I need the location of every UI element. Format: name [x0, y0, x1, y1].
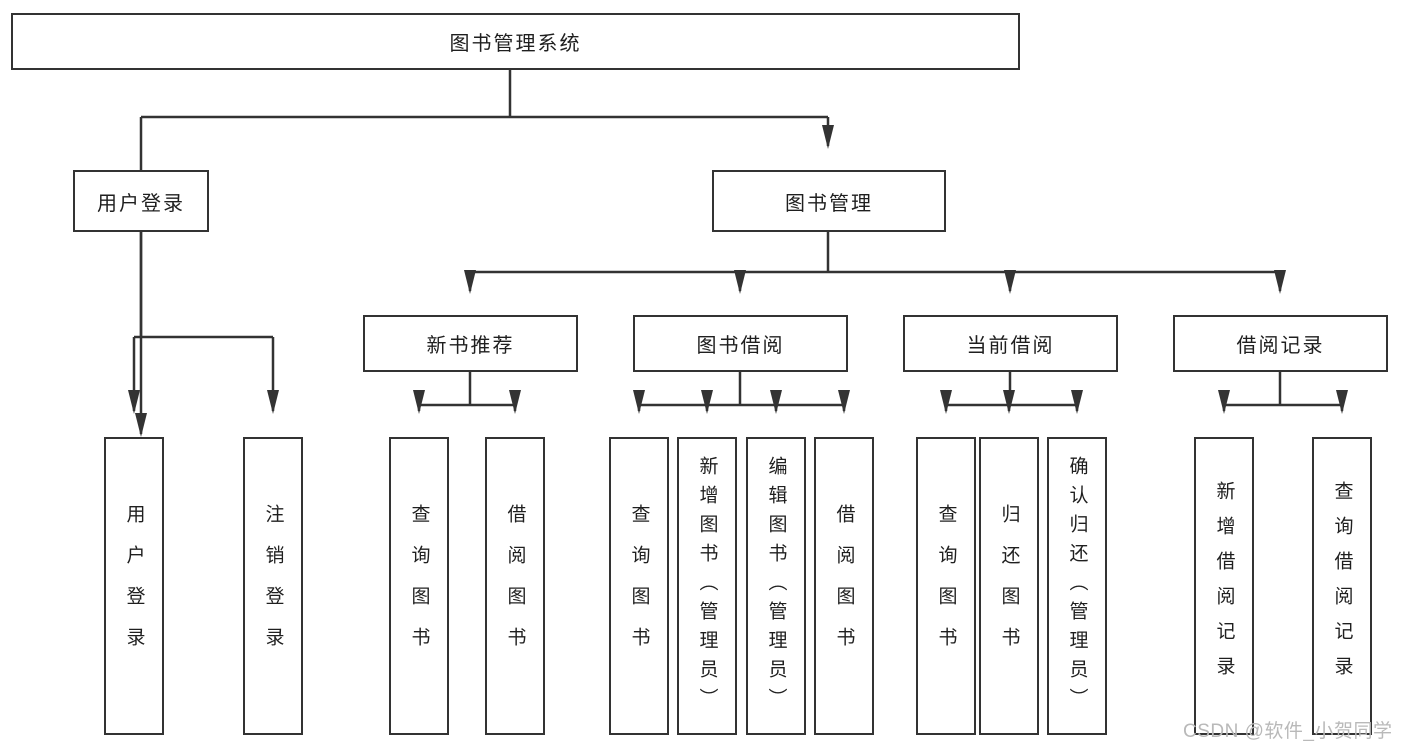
leaf-user-login: 用户登录 [104, 437, 164, 735]
node-book-management: 图书管理 [712, 170, 946, 232]
leaf-label: 确认归还（管理员） [1066, 455, 1088, 717]
connector-book-mgmt-to-groups [464, 232, 1286, 294]
leaf-label: 用户登录 [123, 504, 145, 668]
csdn-watermark: CSDN @软件_小贺同学 [1183, 721, 1393, 742]
node-label: 新书推荐 [426, 335, 515, 357]
connector-user-login-to-leaves [128, 232, 279, 414]
connector-current-borrow-to-leaves [940, 372, 1083, 414]
leaf-borrow-books: 借阅图书 [814, 437, 874, 735]
leaf-logout: 注销登录 [243, 437, 303, 735]
node-label: 图书管理系统 [449, 33, 582, 55]
connector-book-borrow-to-leaves [633, 372, 850, 414]
node-root-system: 图书管理系统 [11, 13, 1020, 70]
leaf-confirm-return-admin: 确认归还（管理员） [1047, 437, 1107, 735]
node-label: 借阅记录 [1236, 335, 1325, 357]
leaf-label: 查询图书 [628, 504, 650, 668]
connector-new-books-to-leaves [413, 372, 521, 414]
leaf-borrow-books: 借阅图书 [485, 437, 545, 735]
node-current-borrow: 当前借阅 [903, 315, 1118, 372]
leaf-label: 查询图书 [408, 504, 430, 668]
node-label: 用户登录 [97, 192, 185, 215]
leaf-label: 查询借阅记录 [1331, 481, 1353, 691]
leaf-return-books: 归还图书 [979, 437, 1039, 735]
node-label: 图书管理 [785, 192, 873, 215]
leaf-label: 新增图书（管理员） [696, 455, 718, 717]
leaf-label: 借阅图书 [833, 504, 855, 668]
leaf-query-borrow-record: 查询借阅记录 [1312, 437, 1372, 735]
leaf-label: 借阅图书 [504, 504, 526, 668]
leaf-label: 查询图书 [935, 504, 957, 668]
node-new-book-recommend: 新书推荐 [363, 315, 578, 372]
leaf-add-books-admin: 新增图书（管理员） [677, 437, 737, 735]
leaf-label: 归还图书 [998, 504, 1020, 668]
connector-borrow-records-to-leaves [1218, 372, 1348, 414]
leaf-query-books: 查询图书 [389, 437, 449, 735]
leaf-add-borrow-record: 新增借阅记录 [1194, 437, 1254, 735]
node-borrow-records: 借阅记录 [1173, 315, 1388, 372]
node-label: 当前借阅 [966, 335, 1055, 357]
node-book-borrow: 图书借阅 [633, 315, 848, 372]
leaf-edit-books-admin: 编辑图书（管理员） [746, 437, 806, 735]
node-label: 图书借阅 [696, 335, 785, 357]
leaf-label: 新增借阅记录 [1213, 481, 1235, 691]
leaf-label: 注销登录 [262, 504, 284, 668]
leaf-label: 编辑图书（管理员） [765, 455, 787, 717]
leaf-query-books: 查询图书 [609, 437, 669, 735]
connector-root-to-branches [135, 70, 834, 437]
node-user-login: 用户登录 [73, 170, 209, 232]
leaf-query-books: 查询图书 [916, 437, 976, 735]
